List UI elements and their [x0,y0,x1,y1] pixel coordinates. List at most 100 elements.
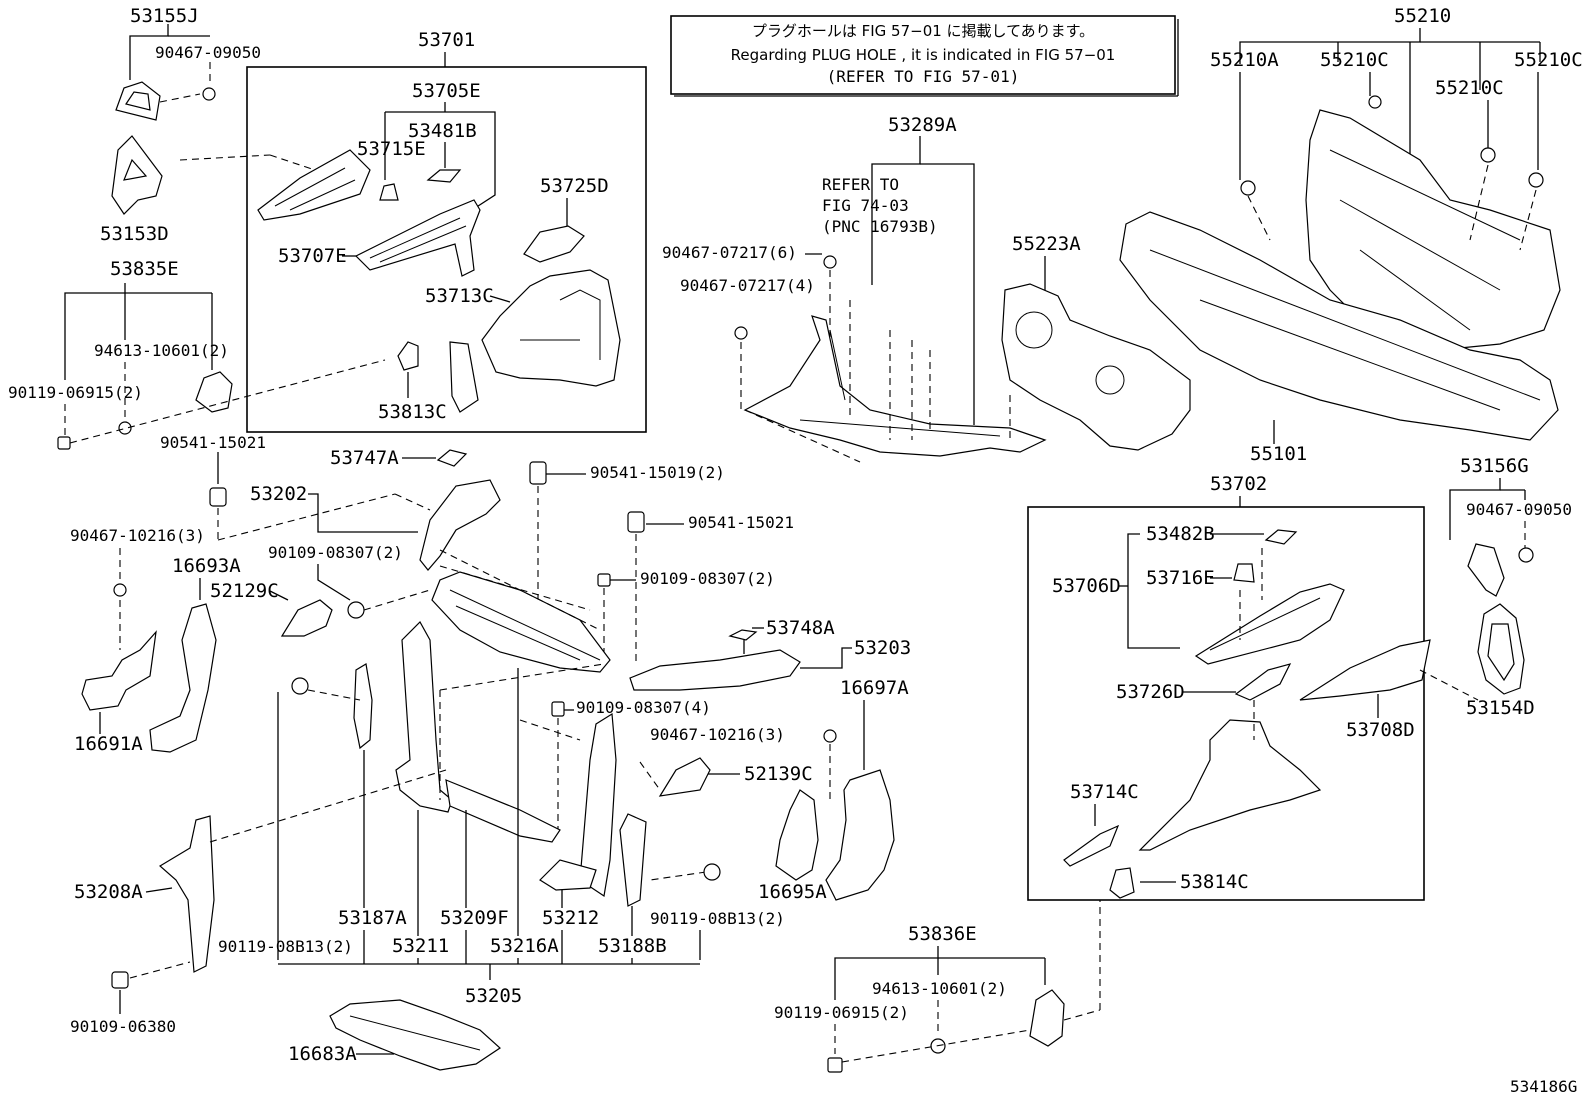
label-53814C: 53814C [1180,871,1249,893]
part-53212-pillar [579,712,617,898]
label-53707E: 53707E [278,245,347,267]
part-16691A [81,630,157,711]
clip-90467-07217-4 [734,326,748,340]
bushing-90541-15021-b [627,511,645,533]
part-53153D [111,135,163,215]
label-53726D: 53726D [1116,681,1185,703]
label-53705E: 53705E [412,80,481,102]
label-53155J: 53155J [130,5,199,27]
label-53216A: 53216A [490,935,559,957]
label-90467-07217-6: 90467-07217(6) [662,243,797,262]
bolt-90109-06380 [111,971,129,989]
part-53482B [1264,529,1298,545]
bolt-90109-08307-a [347,601,365,619]
part-53187A-plate [353,663,373,750]
label-90467-10216-a: 90467-10216(3) [70,526,205,545]
part-53708D [1299,639,1431,701]
part-55101 [1119,211,1559,441]
bushing-90541-15019 [529,461,547,485]
part-53714C [1063,824,1120,867]
clip-90467-10216-b [823,729,837,743]
label-53203: 53203 [854,637,911,659]
clip-55210C-a [1368,95,1382,109]
refer-line-1: REFER TO [822,175,899,194]
label-53211: 53211 [392,935,449,957]
label-16691A: 16691A [74,733,143,755]
part-16693A [149,603,217,753]
bolt-90119-08B13-a [291,677,309,695]
part-53716E [1233,563,1255,583]
part-53154D [1477,603,1525,695]
label-55210C-c: 55210C [1435,77,1504,99]
part-53289A [743,315,1047,457]
label-90541-15021-a: 90541-15021 [160,433,266,452]
label-53154D: 53154D [1466,697,1535,719]
part-53726D [1234,663,1292,701]
part-53836E [1029,989,1065,1047]
label-53481B: 53481B [408,120,477,142]
label-53747A: 53747A [330,447,399,469]
part-53713C [481,269,621,387]
label-53713C: 53713C [425,285,494,307]
part-53202-upper-support [431,571,611,673]
part-16695A [775,789,819,881]
label-90109-08307-a: 90109-08307(2) [268,543,403,562]
part-53156G [1467,543,1505,597]
label-53706D: 53706D [1052,575,1121,597]
label-53205: 53205 [465,985,522,1007]
part-52139C [658,757,711,797]
label-53482B: 53482B [1146,523,1215,545]
part-53203 [629,649,801,691]
part-53202 [419,479,501,571]
clip-55210C-c [1480,147,1496,163]
bolt-90119-08B13-b [703,863,721,881]
label-53156G: 53156G [1460,455,1529,477]
label-90541-15019: 90541-15019(2) [590,463,725,482]
part-53715E [379,183,399,201]
label-90109-08307-c: 90109-08307(4) [576,698,711,717]
part-53748A [728,629,758,641]
label-53702: 53702 [1210,473,1267,495]
part-16683A [329,999,501,1071]
label-53208A: 53208A [74,881,143,903]
label-94613-10601-b: 94613-10601(2) [872,979,1007,998]
bolt-90109-08307-b [597,573,611,587]
label-53188B: 53188B [598,935,667,957]
label-53289A: 53289A [888,114,957,136]
label-90467-09050-b: 90467-09050 [1466,500,1572,519]
label-16695A: 16695A [758,881,827,903]
label-53212: 53212 [542,907,599,929]
clip-55210A [1240,180,1256,196]
label-55101: 55101 [1250,443,1307,465]
label-53701: 53701 [418,29,475,51]
label-55210C-a: 55210C [1320,49,1389,71]
label-90119-08B13-b: 90119-08B13(2) [650,909,785,928]
label-90119-08B13-a: 90119-08B13(2) [218,937,353,956]
clip-55210C-b [1528,172,1544,188]
bolt-90119-06915-b [827,1057,843,1073]
label-53725D: 53725D [540,175,609,197]
label-53716E: 53716E [1146,567,1215,589]
label-90119-06915-b: 90119-06915(2) [774,1003,909,1022]
part-53813C [397,341,419,371]
label-53748A: 53748A [766,617,835,639]
part-52129C [280,599,333,637]
part-53212-bracket [539,859,597,891]
clip-90467-09050-a [202,87,216,101]
label-53714C: 53714C [1070,781,1139,803]
bolt-90109-08307-c [551,701,565,717]
part-53187A-pillar [395,621,453,813]
note-line-1: プラグホールは FIG 57−01 に掲載してあります。 [752,22,1094,40]
note-line-2: Regarding PLUG HOLE , it is indicated in… [731,46,1116,64]
part-53211-bar [445,779,561,843]
washer-94613-10601-a [118,421,132,435]
label-53836E: 53836E [908,923,977,945]
part-53208A [158,815,215,973]
label-53202: 53202 [250,483,307,505]
part-53814C [1109,867,1135,899]
label-53813C: 53813C [378,401,447,423]
label-55210C-b: 55210C [1514,49,1583,71]
part-53747A [436,449,468,467]
label-16683A: 16683A [288,1043,357,1065]
